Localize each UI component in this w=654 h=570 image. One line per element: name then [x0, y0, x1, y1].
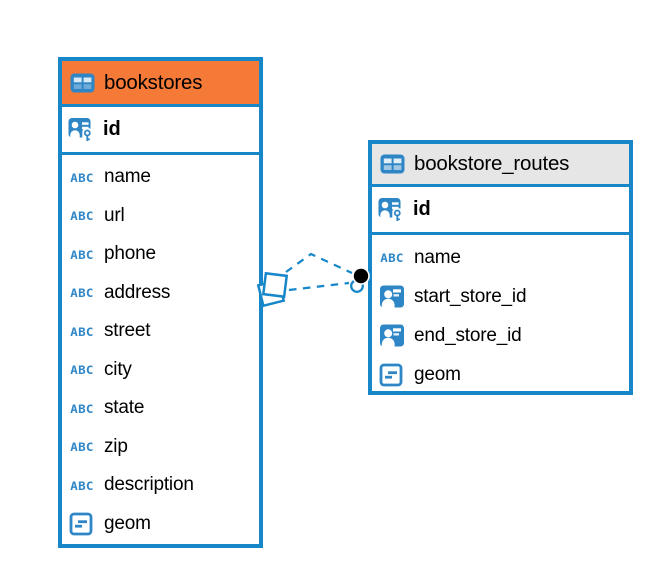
table-title: bookstore_routes: [414, 152, 570, 175]
column-row-state[interactable]: ABC state: [62, 389, 259, 428]
column-name: phone: [104, 243, 156, 265]
primary-key-icon: [378, 198, 403, 223]
column-row-name[interactable]: ABC name: [372, 238, 629, 277]
entity-table-bookstore-routes[interactable]: bookstore_routes id ABC name: [368, 140, 633, 395]
column-row-start-store-id[interactable]: start_store_id: [372, 277, 629, 316]
text-type-icon: ABC: [70, 247, 94, 262]
relationship-line-upper[interactable]: [285, 252, 353, 274]
relationship-line-lower[interactable]: [288, 281, 350, 292]
text-type-icon: ABC: [70, 362, 94, 377]
one-side-dot-marker[interactable]: [350, 267, 370, 293]
column-row-zip[interactable]: ABC zip: [62, 428, 259, 467]
bookstores-table-header[interactable]: bookstores: [62, 61, 259, 107]
column-row-street[interactable]: ABC street: [62, 312, 259, 351]
text-type-icon: ABC: [380, 250, 404, 265]
routes-table-header[interactable]: bookstore_routes: [372, 144, 629, 187]
column-row-geom[interactable]: geom: [62, 505, 259, 544]
routes-columns-list: ABC name start_store_id: [372, 235, 629, 394]
column-row-id[interactable]: id: [372, 187, 629, 235]
table-icon: [70, 73, 95, 92]
text-type-icon: ABC: [70, 324, 94, 339]
text-type-icon: ABC: [70, 401, 94, 416]
column-name: start_store_id: [414, 285, 527, 307]
text-type-icon: ABC: [70, 285, 94, 300]
column-name: city: [104, 358, 132, 380]
geometry-icon: [379, 363, 403, 386]
column-row-city[interactable]: ABC city: [62, 351, 259, 390]
geometry-icon: [69, 512, 93, 536]
entity-table-bookstores[interactable]: bookstores id ABC name ABC: [58, 57, 263, 548]
primary-key-icon: [68, 118, 93, 143]
column-row-end-store-id[interactable]: end_store_id: [372, 316, 629, 355]
column-name: geom: [414, 363, 461, 385]
column-name: name: [414, 246, 461, 268]
column-row-name[interactable]: ABC name: [62, 158, 259, 197]
table-icon: [380, 154, 405, 174]
column-name: id: [103, 118, 121, 140]
column-name: end_store_id: [414, 324, 522, 346]
column-row-geom[interactable]: geom: [372, 355, 629, 394]
text-type-icon: ABC: [70, 478, 94, 493]
column-row-phone[interactable]: ABC phone: [62, 235, 259, 274]
column-name: name: [104, 166, 151, 188]
column-name: url: [104, 204, 125, 226]
column-name: address: [104, 281, 171, 303]
column-name: zip: [104, 435, 128, 457]
column-row-description[interactable]: ABC description: [62, 466, 259, 505]
column-name: state: [104, 397, 145, 419]
relationship-dashed-lines[interactable]: [285, 252, 353, 292]
column-name: geom: [104, 512, 151, 534]
reference-person-icon: [380, 285, 404, 308]
text-type-icon: ABC: [70, 208, 94, 223]
table-title: bookstores: [104, 70, 203, 94]
column-name: id: [413, 198, 431, 220]
column-name: description: [104, 474, 194, 496]
column-row-address[interactable]: ABC address: [62, 274, 259, 313]
reference-person-icon: [380, 324, 404, 347]
column-name: street: [104, 320, 151, 342]
column-row-id[interactable]: id: [62, 107, 259, 155]
text-type-icon: ABC: [70, 170, 94, 185]
text-type-icon: ABC: [70, 439, 94, 454]
bookstores-columns-list: ABC name ABC url ABC phone ABC address A…: [62, 155, 259, 544]
column-row-url[interactable]: ABC url: [62, 197, 259, 236]
